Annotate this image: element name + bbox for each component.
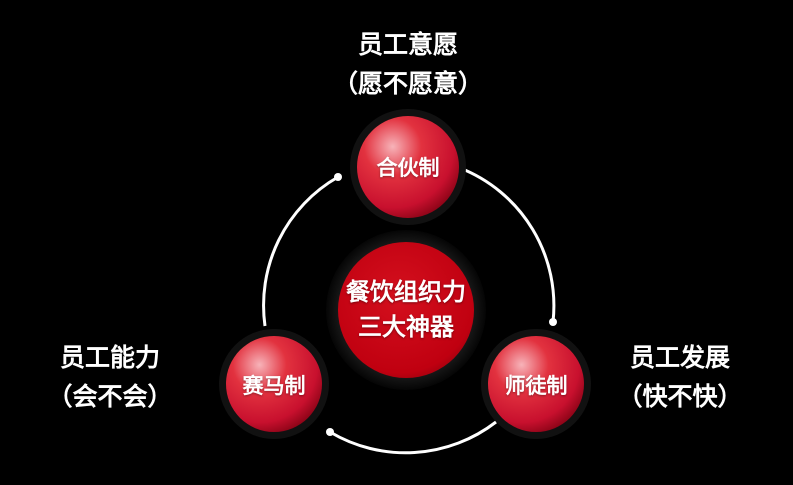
center-label: 餐饮组织力 三大神器 bbox=[326, 275, 486, 345]
arc-left-to-top bbox=[262, 175, 339, 327]
node-left-circle bbox=[226, 336, 322, 432]
arc-end-dot-top bbox=[334, 173, 342, 181]
center-line2: 三大神器 bbox=[358, 312, 454, 341]
node-top-label: 合伙制 bbox=[376, 156, 440, 180]
label-top-title: 员工意愿 bbox=[357, 30, 458, 59]
label-right-subtitle: （快不快） bbox=[617, 381, 743, 411]
center-line1: 餐饮组织力 bbox=[346, 278, 466, 306]
label-top: 员工意愿 （愿不愿意） bbox=[320, 26, 496, 104]
label-left-title: 员工能力 bbox=[59, 343, 160, 372]
arc-right-to-left bbox=[329, 420, 497, 455]
arc-end-dot-right bbox=[549, 318, 557, 326]
label-left-subtitle: （会不会） bbox=[47, 381, 173, 411]
node-right-circle bbox=[488, 336, 584, 432]
node-left-label: 赛马制 bbox=[242, 374, 306, 398]
center-circle bbox=[338, 242, 474, 378]
label-right: 员工发展 （快不快） bbox=[600, 339, 760, 417]
label-left: 员工能力 （会不会） bbox=[30, 339, 190, 417]
node-top-circle bbox=[357, 116, 459, 218]
label-top-subtitle: （愿不愿意） bbox=[332, 68, 483, 98]
arc-top-to-right bbox=[459, 166, 556, 323]
arc-end-dot-bottom bbox=[326, 428, 334, 436]
node-right-label: 师徒制 bbox=[504, 374, 568, 398]
label-right-title: 员工发展 bbox=[629, 343, 730, 372]
